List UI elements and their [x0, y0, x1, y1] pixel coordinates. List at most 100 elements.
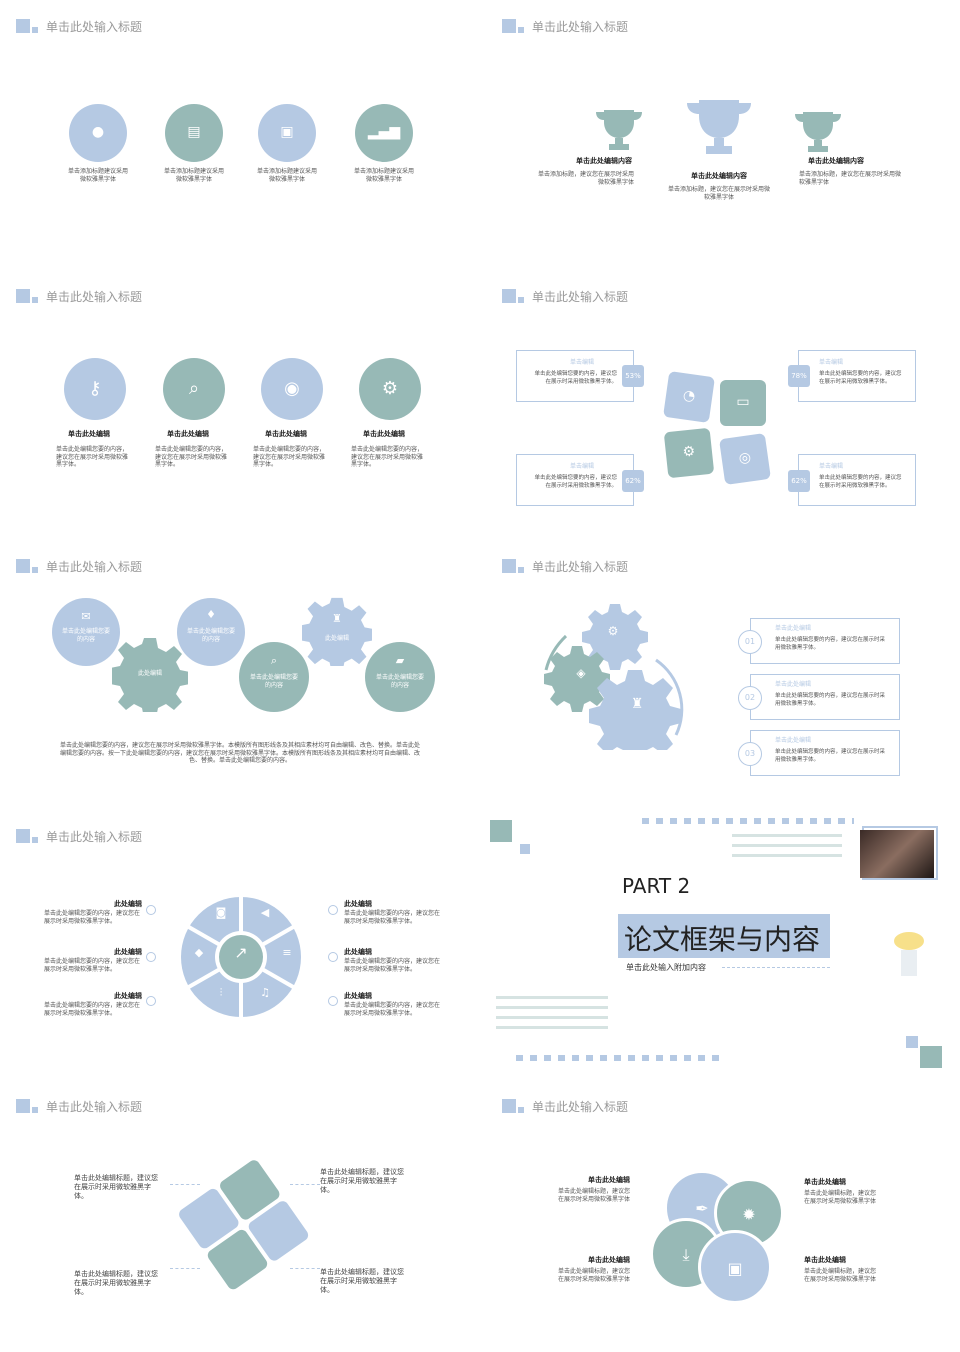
connector — [290, 1184, 320, 1185]
dotted-strip — [642, 818, 854, 824]
item-heading: 此处编辑 — [114, 900, 142, 908]
slide-title-text: 单击此处输入标题 — [532, 559, 629, 574]
megaphone-icon: ◀ — [260, 906, 270, 919]
search-icon: ⌕ — [270, 654, 278, 667]
photo-camera-icon: ◎ — [737, 449, 753, 467]
stripe — [732, 834, 842, 837]
bar-chart-icon-circle: ▂▄▆ — [355, 104, 413, 162]
item-body: 单击此处编辑标题，建议您在展示时采用微软雅黑字体 — [804, 1190, 877, 1205]
trophy-icon: ♜ — [630, 696, 644, 712]
item-heading: 单击此处编辑 — [804, 1256, 846, 1264]
stripe — [496, 996, 608, 999]
caption: 单击此处编辑标题，建议您在展示时采用微软雅黑字体。 — [74, 1174, 158, 1200]
slide-title[interactable]: 单击此处输入标题 — [502, 16, 628, 36]
slide-1: 单击此处输入标题 ● ▤ ▣ ▂▄▆ 单击添加标题建议采用微软雅黑字体 单击添加… — [0, 0, 474, 264]
box-body: 单击此处编辑您要的内容，建议您在展示时采用微软雅黑字体。 — [534, 475, 617, 489]
box-body: 单击此处编辑您要的内容，建议您在展示时采用微软雅黑字体。 — [819, 371, 902, 385]
item-body: 单击此处编辑您要的内容，建议您在展示时采用微软雅黑字体。 — [344, 958, 441, 973]
tag-icon: ◈ — [576, 666, 586, 680]
circle: ▰ 单击此处编辑您要的内容 — [365, 642, 435, 712]
alert-badge-icon: ✹ — [742, 1205, 756, 1224]
caption: 单击添加标题建议采用微软雅黑字体 — [67, 168, 128, 183]
pie-icon: ◔ — [681, 387, 697, 405]
circle-text: 单击此处编辑您要的内容 — [186, 628, 235, 643]
info-box: 单击编辑 单击此处编辑您要的内容，建议您在展示时采用微软雅黑字体。 — [516, 350, 634, 402]
circle: ♦ 单击此处编辑您要的内容 — [177, 598, 245, 666]
bullet-dot — [328, 952, 338, 962]
download-icon: ⤓ — [682, 1245, 690, 1264]
flower-decor — [894, 932, 924, 950]
puzzle-piece: ⚙ — [663, 427, 715, 479]
caption: 单击此处编辑标题，建议您在展示时采用微软雅黑字体。 — [320, 1168, 404, 1194]
slide-9: 单击此处输入标题 单击此处编辑标题，建议您在展示时采用微软雅黑字体。 单击此处编… — [0, 1080, 474, 1344]
connector — [290, 1268, 320, 1269]
slide-title[interactable]: 单击此处输入标题 — [16, 16, 142, 36]
title-block — [618, 914, 830, 958]
segmented-wheel — [181, 894, 301, 1020]
camera-icon: ◙ — [215, 906, 227, 919]
slide-title-text: 单击此处输入标题 — [46, 829, 143, 844]
gear-shape — [302, 597, 372, 666]
item-body: 单击此处编辑您要的内容，建议您在展示时采用微软雅黑字体。 — [775, 749, 886, 763]
database-icon: ≡ — [282, 946, 292, 959]
slide-title-text: 单击此处输入标题 — [46, 289, 143, 304]
sliders-icon: ⫶ — [219, 986, 223, 999]
slide-5: 单击此处输入标题 ✉ 单击此处编辑您要的内容 此处编辑 ♦ 单击此处编辑您要的内… — [0, 540, 474, 804]
inbox-icon: ▣ — [727, 1259, 743, 1278]
item-heading: 此处编辑 — [344, 992, 372, 1000]
caption: 单击此处编辑标题，建议您在展示时采用微软雅黑字体。 — [74, 1270, 158, 1296]
item-body: 单击此处编辑标题，建议您在展示时采用微软雅黑字体 — [804, 1268, 877, 1283]
item-heading: 单击此处编辑 — [775, 625, 812, 632]
item-body: 单击此处编辑您要的内容，建议您在展示时采用微软雅黑字体。 — [253, 446, 326, 468]
bullet-dot — [146, 952, 156, 962]
list-item: 单击此处编辑 单击此处编辑您要的内容，建议您在展示时采用微软雅黑字体。 — [750, 618, 900, 664]
box-heading: 单击编辑 — [819, 359, 844, 366]
slide-3: 单击此处输入标题 ⚷ ⌕ ◉ ⚙ 单击此处编辑 单击此处编辑您要的内容，建议您在… — [0, 270, 474, 534]
slide-title-text: 单击此处输入标题 — [46, 19, 143, 34]
item-body: 单击此处编辑您要的内容，建议您在展示时采用微软雅黑字体。 — [56, 446, 129, 468]
dotted-strip — [516, 1055, 726, 1061]
decor-square — [520, 844, 530, 854]
slide-title[interactable]: 单击此处输入标题 — [16, 1096, 142, 1116]
box-heading: 单击编辑 — [569, 359, 594, 366]
box-circle: ▣ — [698, 1230, 772, 1304]
location-icon: ◉ — [284, 378, 300, 399]
slide-6: 单击此处输入标题 ⚙ ◈ ♜ 单击此处编辑 单击此处编辑您要的内容，建议您在展示… — [486, 540, 960, 804]
stripe — [732, 844, 842, 847]
item-heading: 单击此处编辑 — [775, 681, 812, 688]
item-body: 单击此处编辑您要的内容，建议您在展示时采用微软雅黑字体。 — [44, 1002, 141, 1017]
store-icon: ▤ — [187, 124, 201, 140]
item-body: 单击添加标题，建议您在展示时采用微软雅黑字体 — [537, 171, 634, 186]
camera-icon: ▭ — [736, 394, 750, 410]
bullet-dot — [328, 905, 338, 915]
trophy-icon — [596, 110, 642, 150]
slide-title[interactable]: 单击此处输入标题 — [16, 826, 142, 846]
search-icon-circle: ⌕ — [163, 358, 225, 420]
item-body: 单击添加标题，建议您在展示时采用微软雅黑字体 — [799, 171, 902, 186]
item-heading: 单击此处编辑内容 — [808, 157, 864, 165]
item-heading: 此处编辑 — [344, 948, 372, 956]
lock-icon-circle: ▣ — [258, 104, 316, 162]
number-badge: 02 — [738, 686, 762, 710]
gear-text: 此处编辑 — [324, 635, 349, 642]
circle-text: 单击此处编辑您要的内容 — [249, 674, 298, 689]
slide-title[interactable]: 单击此处输入标题 — [16, 556, 142, 576]
gear-text: 此处编辑 — [137, 670, 162, 677]
pen-icon: ✒ — [695, 1199, 709, 1218]
slide-title-text: 单击此处输入标题 — [46, 559, 143, 574]
box-heading: 单击编辑 — [569, 463, 594, 470]
stripe — [496, 1016, 608, 1019]
bullet-dot — [146, 905, 156, 915]
slide-title[interactable]: 单击此处输入标题 — [502, 1096, 628, 1116]
connector — [170, 1184, 200, 1185]
slide-title[interactable]: 单击此处输入标题 — [502, 556, 628, 576]
bar-chart-icon: ▂▄▆ — [367, 124, 401, 140]
music-icon: ♫ — [260, 986, 270, 999]
gear-icon-circle: ⚙ — [359, 358, 421, 420]
key-icon: ⚷ — [88, 378, 102, 399]
slide-title[interactable]: 单击此处输入标题 — [16, 286, 142, 306]
slide-title[interactable]: 单击此处输入标题 — [502, 286, 628, 306]
item-heading: 此处编辑 — [114, 992, 142, 1000]
item-heading: 单击此处编辑 — [68, 430, 110, 438]
item-body: 单击此处编辑您要的内容，建议您在展示时采用微软雅黑字体。 — [344, 1002, 441, 1017]
